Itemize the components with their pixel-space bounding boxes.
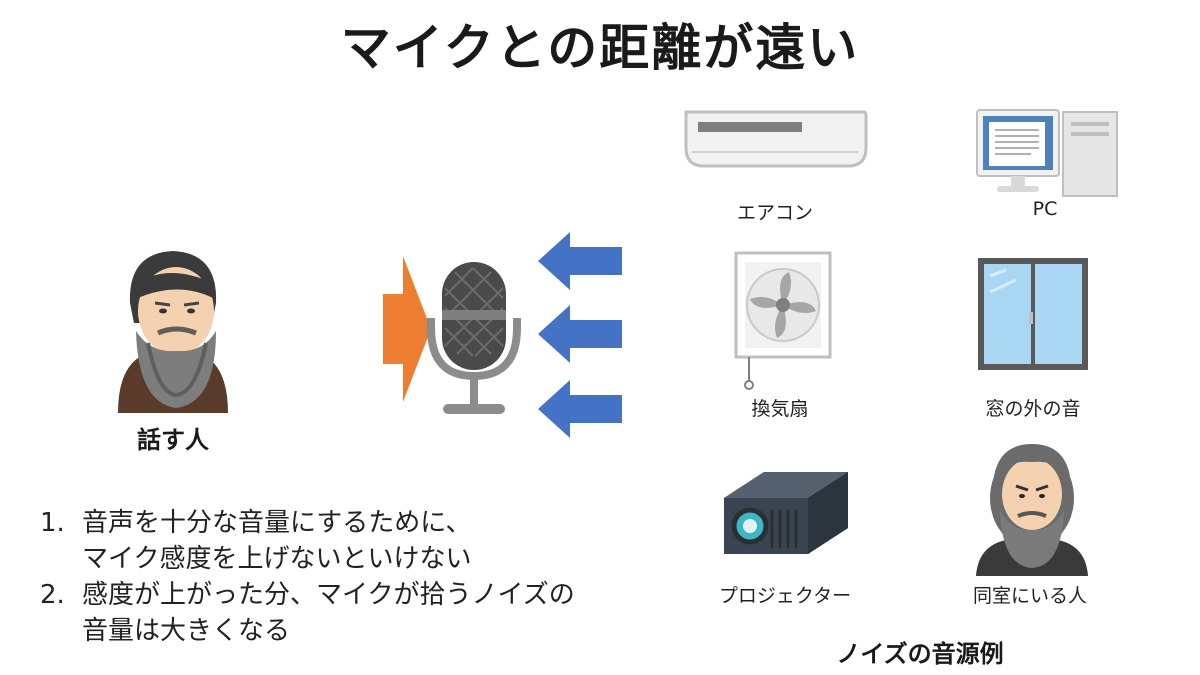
note-number: 1. bbox=[40, 505, 65, 541]
notes-list: 1. 音声を十分な音量にするために、 マイク感度を上げないといけない 2. 感度… bbox=[40, 505, 575, 649]
noise-label-pc: PC bbox=[970, 198, 1120, 220]
air-conditioner-icon bbox=[682, 108, 868, 170]
noise-label-person: 同室にいる人 bbox=[955, 581, 1105, 608]
note-line: 音量は大きくなる bbox=[82, 613, 575, 649]
noise-label-window: 窓の外の音 bbox=[958, 394, 1108, 421]
ventilation-fan-icon bbox=[733, 250, 833, 392]
microphone-icon bbox=[425, 258, 525, 420]
slide-title: マイクとの距離が遠い bbox=[0, 8, 1200, 80]
noise-arrow-middle bbox=[538, 305, 622, 363]
noise-arrow-top bbox=[538, 232, 622, 290]
note-item-2: 2. 感度が上がった分、マイクが拾うノイズの 音量は大きくなる bbox=[40, 577, 575, 649]
projector-icon bbox=[716, 468, 852, 558]
note-line: 感度が上がった分、マイクが拾うノイズの bbox=[82, 577, 575, 613]
speaker-label: 話す人 bbox=[108, 420, 238, 455]
window-icon bbox=[976, 256, 1090, 372]
noise-label-projector: プロジェクター bbox=[695, 581, 875, 608]
noise-sources-heading: ノイズの音源例 bbox=[800, 634, 1040, 669]
noise-label-aircon: エアコン bbox=[700, 198, 850, 225]
desktop-pc-icon bbox=[975, 108, 1119, 198]
note-number: 2. bbox=[40, 577, 65, 613]
person-icon bbox=[970, 436, 1094, 576]
note-item-1: 1. 音声を十分な音量にするために、 マイク感度を上げないといけない bbox=[40, 505, 575, 577]
noise-arrow-bottom bbox=[538, 380, 622, 438]
voice-arrow bbox=[383, 256, 431, 402]
note-line: マイク感度を上げないといけない bbox=[82, 541, 575, 577]
speaker-person-icon bbox=[108, 243, 238, 413]
note-line: 音声を十分な音量にするために、 bbox=[82, 505, 575, 541]
noise-label-fan: 換気扇 bbox=[705, 394, 855, 421]
